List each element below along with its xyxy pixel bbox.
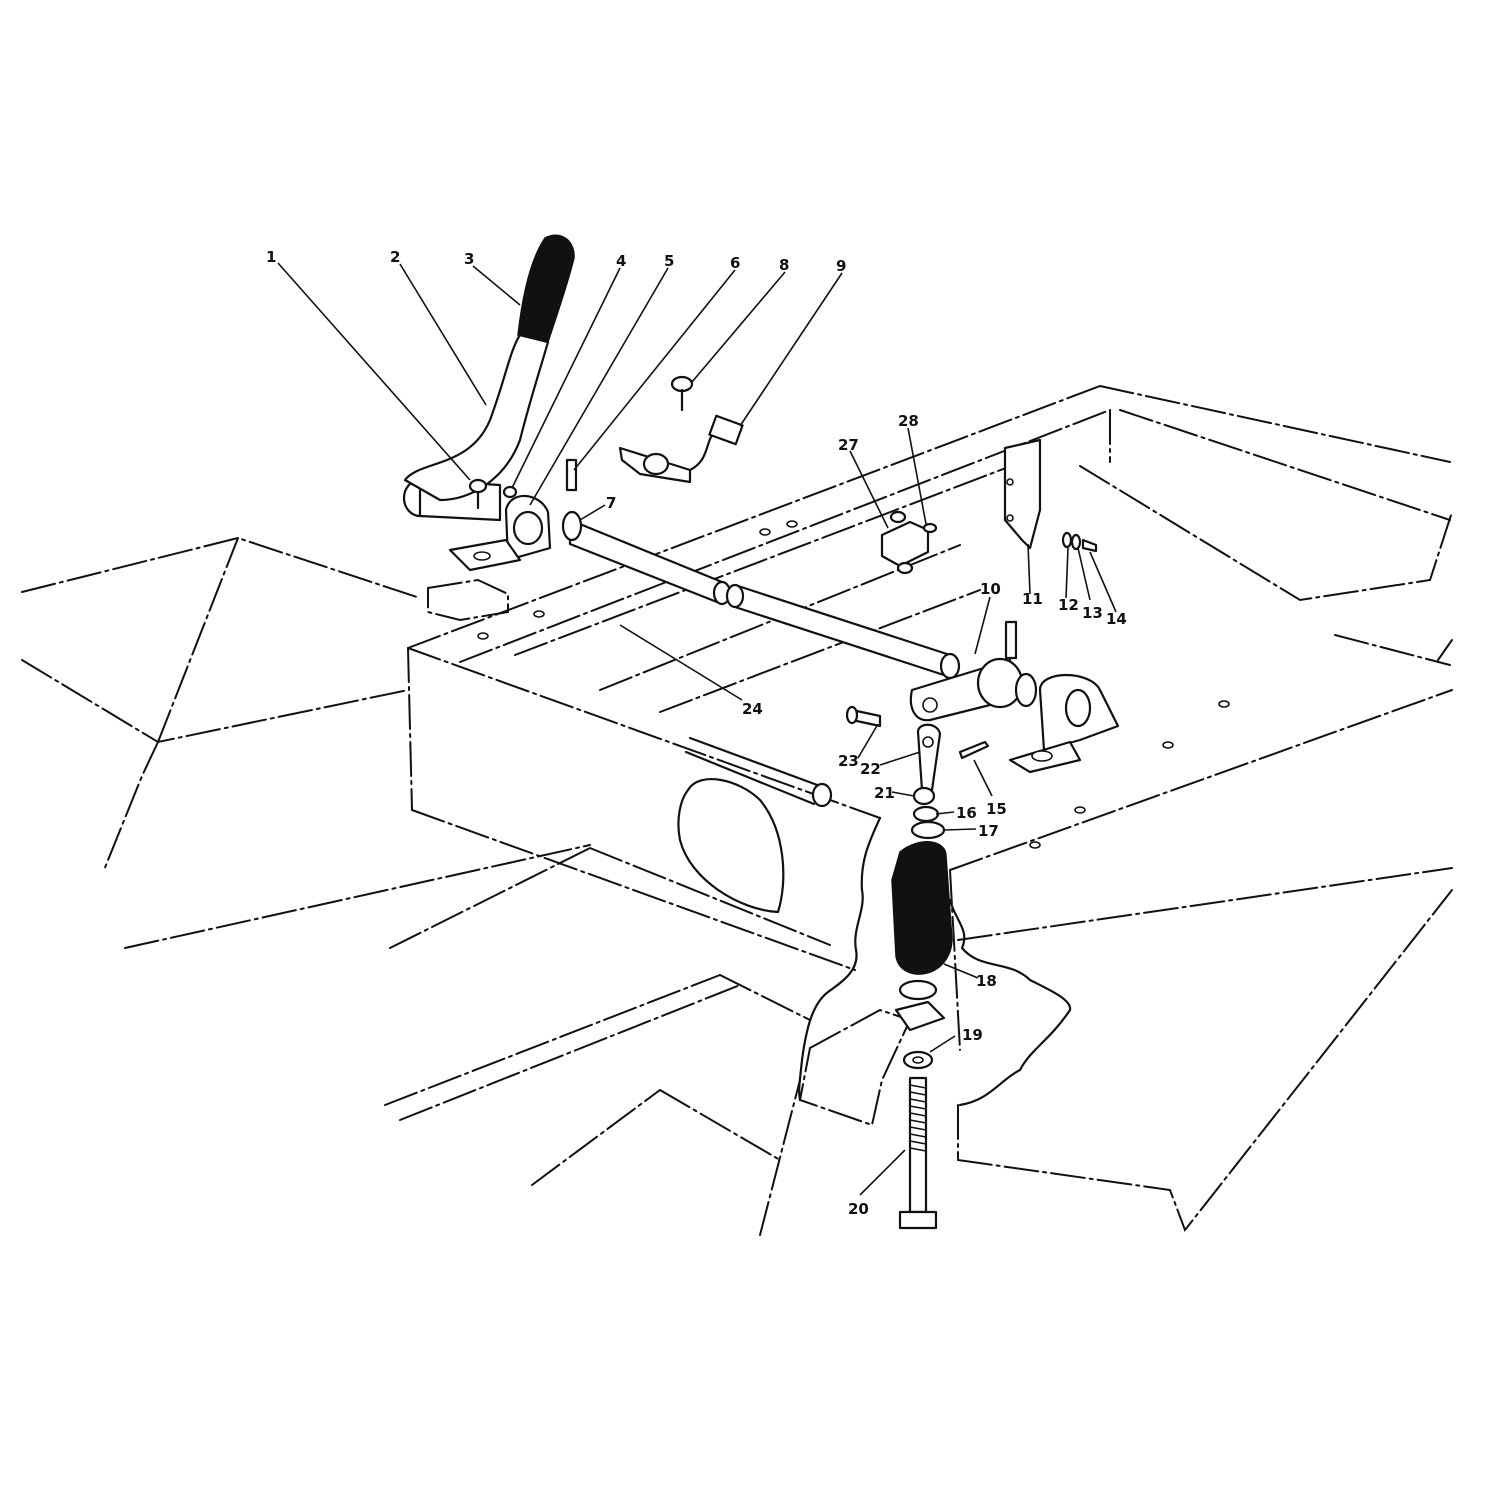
callout-23: 23	[838, 752, 859, 770]
mower-frame	[21, 385, 1453, 1236]
callout-8: 8	[779, 256, 789, 274]
callout-16: 16	[956, 804, 977, 822]
callout-17: 17	[978, 822, 999, 840]
break-lines	[798, 816, 1072, 1107]
callout-6: 6	[730, 254, 740, 272]
callout-13: 13	[1082, 604, 1103, 622]
callout-14: 14	[1106, 610, 1127, 628]
frame-holes	[477, 520, 1230, 849]
spring-assembly	[891, 786, 953, 1070]
clevis-assembly	[845, 705, 990, 792]
callout-labels: 1 2 3 4 5 6 7 8 9 10 11 12 13 14 15 16 1…	[266, 248, 1127, 1218]
callout-20: 20	[848, 1200, 869, 1218]
bracket-11	[1003, 438, 1098, 553]
callout-4: 4	[616, 252, 626, 270]
callout-11: 11	[1022, 590, 1043, 608]
callout-28: 28	[898, 412, 919, 430]
callout-15: 15	[986, 800, 1007, 818]
callout-10: 10	[980, 580, 1001, 598]
callout-21: 21	[874, 784, 895, 802]
callout-18: 18	[976, 972, 997, 990]
callout-12: 12	[1058, 596, 1079, 614]
callout-3: 3	[464, 250, 474, 268]
pin-6	[565, 458, 578, 492]
frame-opening	[677, 778, 785, 914]
interlock-switch	[880, 510, 938, 575]
callout-7: 7	[606, 494, 616, 512]
callout-19: 19	[962, 1026, 983, 1044]
leader-lines	[277, 262, 1117, 1196]
callout-24: 24	[742, 700, 763, 718]
bolt-20	[898, 1076, 938, 1230]
callout-27: 27	[838, 436, 859, 454]
callout-9: 9	[836, 257, 846, 275]
frame-rod	[684, 736, 833, 808]
cross-shaft	[402, 478, 961, 680]
callout-2: 2	[390, 248, 400, 266]
callout-22: 22	[860, 760, 881, 778]
switch-bracket	[618, 375, 744, 484]
right-arm	[909, 620, 1120, 774]
callout-5: 5	[664, 252, 674, 270]
height-lever	[403, 234, 575, 502]
callout-1: 1	[266, 248, 276, 266]
